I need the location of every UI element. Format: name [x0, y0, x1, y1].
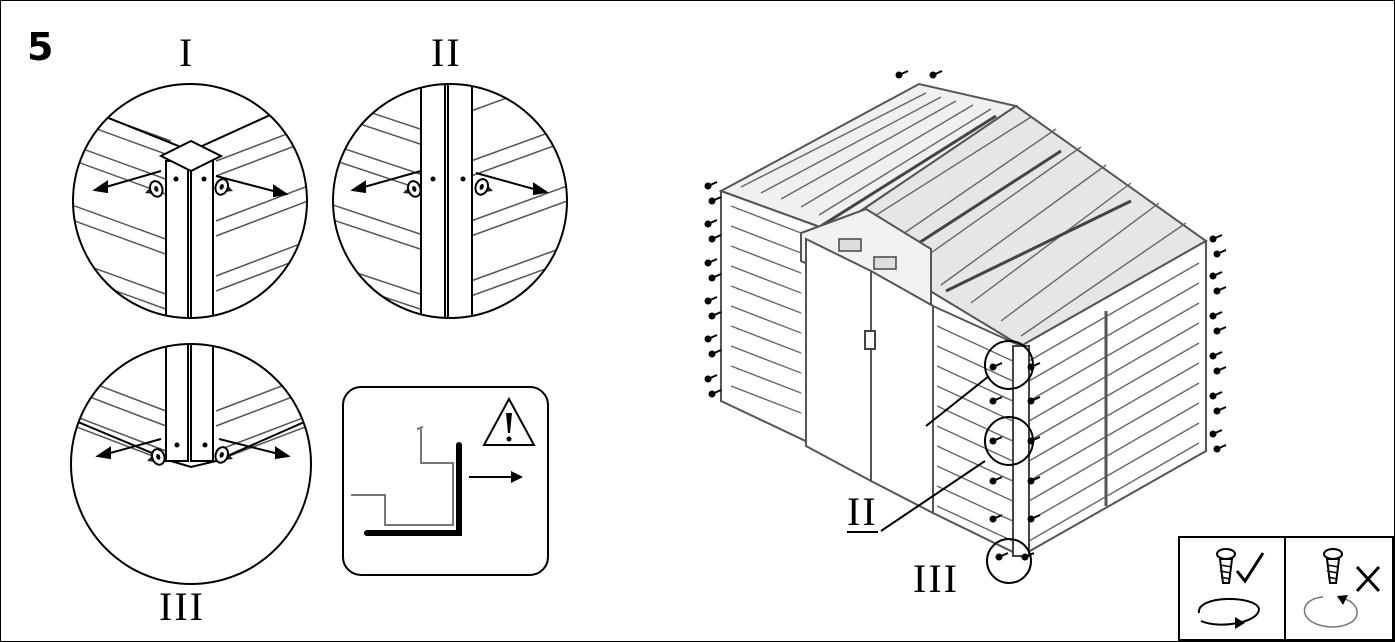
callout-circle-1 — [984, 340, 1034, 390]
detail-3-circle — [70, 343, 312, 585]
detail-2-circle — [332, 83, 568, 319]
shed-drawing — [703, 70, 1227, 584]
callout-circle-2 — [984, 416, 1034, 466]
torque-guide-box — [1178, 536, 1394, 641]
screws-roof-peak — [894, 70, 943, 80]
step-number: 5 — [27, 25, 54, 69]
detail-label-1: I — [179, 30, 195, 75]
callout-label-3: III — [913, 556, 959, 601]
screws-right-wall — [1208, 234, 1227, 454]
warning-triangle-icon — [482, 396, 536, 446]
detail-label-2: II — [431, 30, 462, 75]
detail-1-circle — [72, 83, 308, 319]
callout-label-2: II — [847, 489, 878, 534]
detail-label-3: III — [159, 584, 205, 629]
screw-overtighten-wrong-icon — [1303, 548, 1381, 628]
warning-box — [342, 386, 549, 576]
screws-left-wall — [703, 181, 722, 399]
screw-tighten-correct-icon — [1198, 548, 1265, 629]
callout-circle-3 — [986, 538, 1032, 584]
